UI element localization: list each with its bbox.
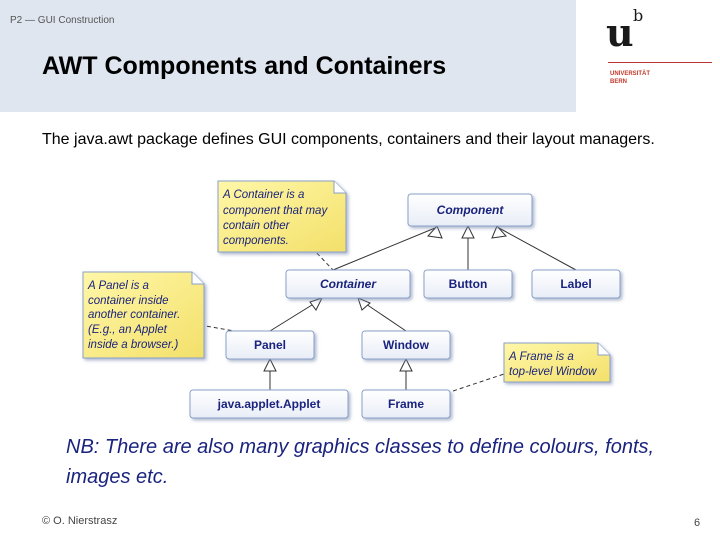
note-panel-line1: A Panel is a <box>87 280 149 292</box>
nb-note: NB: There are also many graphics classes… <box>66 436 655 488</box>
svg-text:A Frame is a top-level W: A Frame is a top-level Window <box>508 351 597 378</box>
class-box-window: Window <box>361 330 451 360</box>
class-box-panel: Panel <box>225 330 315 360</box>
class-label-component: Component <box>437 203 505 217</box>
inherit-arrow-applet-panel <box>263 357 277 372</box>
note-frame-line2: top-level Window <box>509 366 597 378</box>
note-container-line4: components. <box>223 235 289 247</box>
class-box-frame: Frame <box>361 389 451 419</box>
page-number: 6 <box>694 517 701 529</box>
note-container-line2: component that may <box>223 205 328 217</box>
class-box-button: Button <box>423 269 513 299</box>
university-name-line1: UNIVERSITÄT <box>610 71 651 77</box>
inherit-arrow-label-component <box>491 225 507 239</box>
note-container-line3: contain other <box>223 220 291 232</box>
note-connector-container <box>311 247 334 271</box>
logo-rule <box>608 62 712 63</box>
breadcrumb: P2 — GUI Construction <box>10 15 115 26</box>
svg-text:A Panel is a container i: A Panel is a container inside another co… <box>87 280 183 351</box>
inherit-arrow-frame-window <box>399 357 413 372</box>
class-box-label: Label <box>531 269 621 299</box>
inherit-arrow-container-component <box>427 225 443 239</box>
note-container-line1: A Container is a <box>222 189 304 201</box>
note-panel-line4: (E.g., an Applet <box>88 324 168 336</box>
note-panel-line2: container inside <box>88 295 169 307</box>
header-band <box>0 0 576 112</box>
class-label-applet: java.applet.Applet <box>217 397 321 411</box>
note-frame: A Frame is a top-level Window <box>503 342 611 383</box>
class-box-component: Component <box>407 193 533 227</box>
footer-author: © O. Nierstrasz <box>42 515 118 527</box>
note-panel: A Panel is a container inside another co… <box>82 271 205 359</box>
svg-text:A Container is a compone: A Container is a component that may cont… <box>222 189 330 247</box>
inherit-arrow-button-component <box>461 224 475 239</box>
logo-area <box>576 0 720 112</box>
note-frame-line1: A Frame is a <box>508 351 574 363</box>
class-box-container: Container <box>285 269 411 299</box>
header-divider <box>0 112 720 114</box>
note-panel-line3: another container. <box>88 309 180 321</box>
intro-text: The java.awt package defines GUI compone… <box>42 131 655 148</box>
university-name: UNIVERSITÄT BERN <box>610 70 650 86</box>
class-label-container: Container <box>320 277 377 291</box>
inherit-arrow-panel-container <box>309 297 323 311</box>
class-label-button: Button <box>449 277 488 291</box>
note-container: A Container is a component that may cont… <box>217 180 347 253</box>
university-name-line2: BERN <box>610 79 628 85</box>
class-label-window: Window <box>383 338 430 352</box>
class-box-applet: java.applet.Applet <box>189 389 349 419</box>
class-label-frame: Frame <box>388 397 424 411</box>
university-logo-superscript: b <box>633 6 644 25</box>
inherit-arrow-window-container <box>357 297 371 311</box>
class-label-label: Label <box>560 277 591 291</box>
slide-title: AWT Components and Containers <box>42 52 447 80</box>
class-label-panel: Panel <box>254 338 286 352</box>
note-panel-line5: inside a browser.) <box>88 339 179 351</box>
university-logo-mark: u <box>606 10 634 55</box>
